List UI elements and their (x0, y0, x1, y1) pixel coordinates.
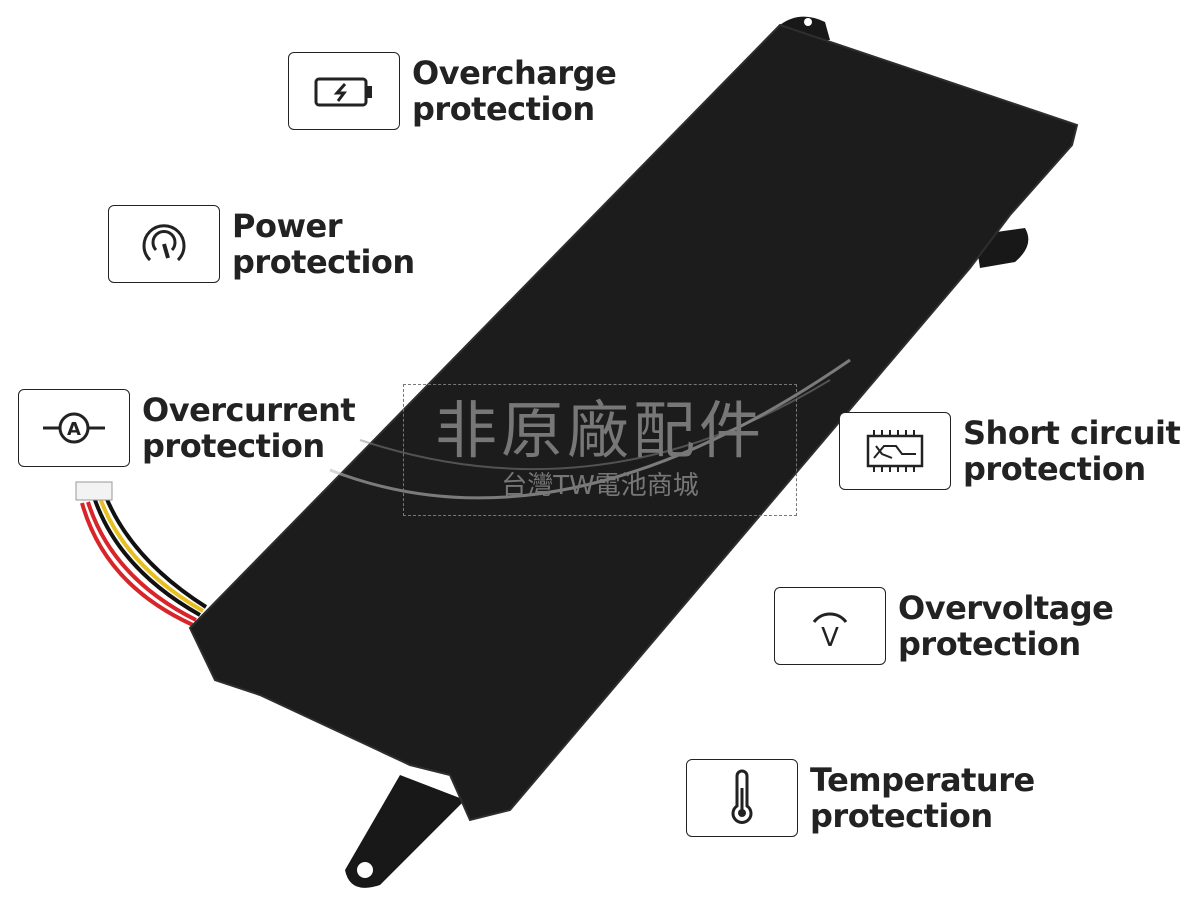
battery-mount-tab-bottom (345, 775, 465, 888)
watermark-sub: 台灣TW電池商城 (501, 471, 699, 501)
feature-title: Short circuit (963, 414, 1181, 452)
watermark-main: 非原廠配件 (434, 394, 765, 467)
watermark: 非原廠配件 台灣TW電池商城 (403, 384, 797, 516)
feature-subtitle: protection (898, 625, 1081, 663)
ammeter-icon: A (18, 389, 130, 467)
thermometer-icon (686, 759, 798, 837)
battery-charge-icon (288, 52, 400, 130)
feature-subtitle: protection (810, 797, 993, 835)
voltage-letter: V (821, 623, 839, 653)
battery-wires (80, 496, 208, 627)
battery-connector (75, 481, 113, 501)
feature-title: Temperature (810, 761, 1035, 799)
ammeter-letter: A (67, 419, 81, 440)
voltage-icon: V (774, 587, 886, 665)
feature-title: Power (232, 207, 342, 245)
feature-subtitle: protection (232, 243, 415, 281)
gauge-icon (108, 205, 220, 283)
feature-subtitle: protection (142, 427, 325, 465)
feature-subtitle: protection (963, 450, 1146, 488)
feature-title: Overcharge (412, 54, 617, 92)
feature-title: Overcurrent (142, 391, 356, 429)
feature-title: Overvoltage (898, 589, 1114, 627)
feature-subtitle: protection (412, 90, 595, 128)
battery-body (188, 23, 1079, 822)
circuit-icon (839, 412, 951, 490)
